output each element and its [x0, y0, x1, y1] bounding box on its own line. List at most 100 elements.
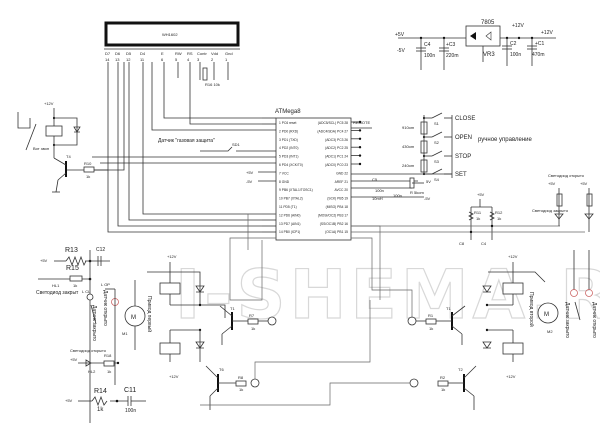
lcd-pin-label: D5 — [126, 51, 132, 56]
ml-t1: T1 — [230, 306, 235, 311]
motor-left: +12V M Привод первый M1 +12V T1 R7 1k — [122, 254, 277, 410]
lcd-pin-label: RW — [175, 51, 182, 56]
ml-t6: T6 — [219, 367, 224, 372]
mcu-right-pin: (MOSI/OC2) PB3 17 — [318, 213, 348, 217]
mcu-left-pin: 5 PD3 (INT1) — [279, 155, 298, 159]
ml-r7: R7 — [249, 313, 255, 318]
mr-r: R1 — [428, 313, 434, 318]
remote-button-close[interactable]: CLOSE — [455, 116, 475, 122]
c1-ref: +C1 — [535, 41, 545, 47]
ml-r7-value: 1k — [251, 326, 255, 331]
r18-value: 1k — [107, 369, 111, 374]
mr-supply-top: +12V — [508, 254, 518, 259]
mr-motor-glyph: M — [544, 312, 549, 318]
mr-t: T1 — [446, 306, 451, 311]
mcu-right-pin: (ADC4/SDA) PC4 27 — [317, 129, 348, 133]
mcu-left-pin: 12 PD6 (AIN0) — [279, 213, 300, 217]
mcu-left-pin: 1 PC6 reset — [279, 121, 296, 125]
protect-sensor-label: Датчик "газовая защита" — [158, 138, 215, 144]
remote-button-ref: S3 — [434, 159, 440, 164]
ml-supply-bot: +12V — [169, 374, 179, 379]
remote-c5: C5 — [372, 177, 378, 182]
hl2-ref: HL2 — [88, 369, 96, 374]
relay-left-resistor: R10 — [84, 161, 92, 166]
led-supply-1: +5V — [548, 181, 556, 186]
c3-ref: +C3 — [446, 42, 456, 48]
led-opened-top: Светодиод открыто — [548, 173, 585, 178]
mcu-left-pin: 8 GND — [279, 180, 290, 184]
remote-button-set[interactable]: SET — [455, 172, 467, 178]
ml-ref: M1 — [122, 331, 128, 336]
r18-ref: R18 — [104, 353, 112, 358]
ml-label: Привод первый — [146, 296, 153, 332]
lcd-pin-number: 2 — [211, 57, 214, 62]
lcd-pin-number: 5 — [175, 57, 178, 62]
c2-ref: C2 — [510, 41, 517, 47]
lcd-pin-label: Gnd — [225, 51, 233, 56]
right-supply: +5V — [477, 192, 485, 197]
lcd-pin-label: D7 — [105, 51, 111, 56]
lcd-module: WH1602 D714D613D512D411E6RW5RS4Contr3Vdd… — [104, 21, 240, 62]
led-closed-label: Светодиод закрыт — [36, 290, 79, 296]
lcd-pin-label: Vdd — [211, 51, 218, 56]
lcd-pin-label: Contr — [197, 51, 207, 56]
lcd-pin-label: E — [161, 51, 164, 56]
r12-ref: R12 — [495, 210, 503, 215]
mcu-right-pin: AREF 21 — [335, 180, 349, 184]
mcu-left-pin: 14 PB0 (ICP1) — [279, 230, 300, 234]
ml-r8-value: 1k — [239, 387, 243, 392]
left-supply: +5V — [70, 357, 78, 362]
mr-r2-value: 1k — [441, 387, 445, 392]
mcu-right-pin: AVCC 20 — [335, 188, 349, 192]
c1-value: 470m — [532, 52, 545, 58]
relay-left-supply: +12V — [44, 101, 54, 106]
mcu-right-pin: (ADC2) PC2 25 — [325, 146, 348, 150]
right-sensor-closed: Датчик закрыто — [564, 302, 570, 338]
remote-title: REMOTE — [353, 120, 370, 125]
lcd-pin-number: 13 — [115, 57, 120, 62]
r14-value: 1k — [97, 407, 104, 413]
lcd-pin-number: 3 — [197, 57, 200, 62]
ml-supply-top: +12V — [167, 254, 177, 259]
remote-resistor-value: 430om — [402, 144, 415, 149]
l-op: L OP — [101, 282, 110, 287]
lcd-pin-number: 6 — [161, 57, 164, 62]
right-inputs: +5V R11 1k R12 1k C8 C4 Светодиод открыт… — [351, 173, 594, 246]
sensor-opened-label: Датчик открыто — [102, 290, 108, 326]
lcd-bus: R16 10k — [107, 62, 262, 233]
remote-button-ref: S2 — [434, 140, 440, 145]
watermark: I-SHEMA.RU — [175, 256, 600, 335]
l-cl: L CL — [82, 289, 91, 294]
mcu-right-pin: (OC1A) PB1 15 — [325, 230, 348, 234]
remote-button-stop[interactable]: STOP — [455, 154, 471, 160]
lcd-pin-label: RS — [187, 51, 193, 56]
led-supply-2: +5V — [580, 181, 588, 186]
mcu-right-pin: (ADC5/SCL) PC5 28 — [318, 121, 348, 125]
mcu-left-pin: 13 PD7 (AIN1) — [279, 222, 300, 226]
mcu-left-pin: 11 PD5 (T1) — [279, 205, 297, 209]
remote-c6-value: 100n — [393, 193, 402, 198]
remote-l-value: 10mH — [372, 196, 383, 201]
c9-ref: C4 — [481, 241, 487, 246]
remote-button-open[interactable]: OPEN — [455, 135, 472, 141]
mcu-left-pin: 6 PD4 (XCK/T0) — [279, 163, 303, 167]
mr-ref: M2 — [547, 329, 553, 334]
mr-r-value: 1k — [429, 326, 433, 331]
remote-p5v: 5V — [426, 179, 431, 184]
lcd-pin-label: D4 — [140, 51, 146, 56]
left-in-label: +5V — [40, 258, 48, 263]
c2-value: 100n — [510, 52, 521, 58]
regulator-ref: VR3 — [483, 52, 495, 58]
mcu-right-pin: (ADC3) PC3 26 — [325, 138, 348, 142]
mcu-left-pin: 7 VCC — [279, 171, 289, 175]
mcu-left-pin: 4 PD2 (INT0) — [279, 146, 298, 150]
r14-ref: R14 — [94, 388, 107, 395]
remote-pot: R 5kom — [410, 190, 424, 195]
c4-ref: C4 — [424, 42, 431, 48]
led-closed-right: Светодиод закрыто — [532, 208, 569, 213]
driver-buses — [200, 213, 413, 406]
remote-resistor-value: 910om — [402, 125, 415, 130]
lcd-pin-number: 1 — [225, 57, 228, 62]
r11-ref: R11 — [474, 210, 482, 215]
